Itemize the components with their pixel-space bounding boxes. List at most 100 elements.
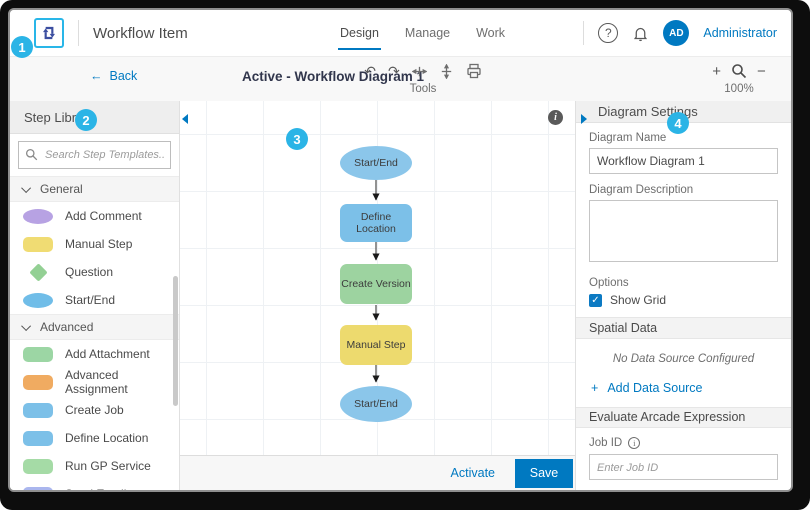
canvas-column: i Start/End Define Location [180,101,575,490]
step-item-create-job[interactable]: Create Job [10,396,179,424]
diagram-settings-body: Diagram Name Diagram Description Options… [576,123,791,317]
back-label: Back [109,69,138,83]
node-define-location[interactable]: Define Location [340,204,412,242]
job-id-info-icon[interactable]: i [628,436,641,449]
rect-shape-icon [23,458,53,474]
redo-icon[interactable]: ↷ [388,62,400,79]
rect-shape-icon [23,486,53,490]
annotation-badge-1: 1 [11,36,33,58]
diagram-toolbar: ← Back Active - Workflow Diagram 1 ↶ ↷ [10,56,791,101]
step-item-send-email[interactable]: Send Email [10,480,179,490]
magnifier-icon[interactable] [731,63,747,79]
zoom-level: 100% [724,83,754,95]
align-vertical-icon[interactable] [439,63,454,79]
zoom-group: + − 100% [701,61,777,96]
group-label: Advanced [40,320,94,334]
back-arrow-icon: ← [90,69,103,83]
tab-work[interactable]: Work [476,26,506,40]
add-data-source-button[interactable]: + Add Data Source [591,380,703,395]
node-start-end-top[interactable]: Start/End [340,146,412,180]
main-area: Step Library Genera [10,101,791,490]
step-item-start-end[interactable]: Start/End [10,286,179,314]
print-icon[interactable] [466,63,482,79]
annotation-badge-2: 2 [75,109,97,131]
header-right-divider [583,21,585,45]
group-header-general[interactable]: General [10,176,179,202]
node-manual-step[interactable]: Manual Step [340,325,412,365]
show-grid-label: Show Grid [610,293,667,308]
workflow-canvas[interactable]: i Start/End Define Location [180,101,575,455]
search-icon [25,148,38,166]
group-header-advanced[interactable]: Advanced [10,314,179,340]
workflow-cycle-icon [43,26,55,40]
chevron-down-icon [21,182,32,193]
search-row [10,134,179,176]
page-title: Workflow Item [93,24,188,42]
diagram-description-textarea[interactable] [589,200,778,263]
step-item-add-comment[interactable]: Add Comment [10,202,179,230]
main-tabs: Design Manage Work [338,10,506,56]
node-start-end-bottom[interactable]: Start/End [340,386,412,422]
app-window: Workflow Item Design Manage Work ? AD Ad… [8,8,793,492]
info-icon[interactable]: i [548,110,563,125]
avatar[interactable]: AD [663,20,690,46]
show-grid-checkbox[interactable]: ✓ [589,293,602,307]
back-button[interactable]: ← Back [90,69,137,83]
tab-manage[interactable]: Manage [404,26,451,40]
annotation-badge-3: 3 [286,128,308,150]
header-divider [78,20,79,46]
notifications-bell-icon[interactable] [632,25,649,42]
step-item-define-location[interactable]: Define Location [10,424,179,452]
job-id-input[interactable] [589,453,778,480]
step-item-manual-step[interactable]: Manual Step [10,230,179,258]
tab-design[interactable]: Design [338,10,381,56]
collapse-sidebar-icon[interactable] [182,114,188,124]
diagram-settings-panel: Diagram Settings Diagram Name Diagram De… [575,101,791,490]
search-input[interactable] [18,141,171,169]
undo-icon[interactable]: ↶ [364,62,376,79]
save-button[interactable]: Save [515,458,573,488]
step-library-panel: Step Library Genera [10,101,180,490]
no-data-source-text: No Data Source Configured [612,352,755,365]
diagram-name-label: Diagram Name [589,132,667,145]
step-item-advanced-assignment[interactable]: Advanced Assignment [10,368,179,396]
step-item-add-attachment[interactable]: Add Attachment [10,340,179,368]
chevron-down-icon [21,320,32,331]
step-template-list: General Add Comment Manual Step Question [10,176,179,490]
sidebar-scrollbar[interactable] [173,276,178,406]
diagram-footer: Activate Save [180,455,575,490]
arcade-expression-header: Evaluate Arcade Expression [576,406,791,428]
options-label: Options [589,277,629,290]
step-item-run-gp-service[interactable]: Run GP Service [10,452,179,480]
app-header: Workflow Item Design Manage Work ? AD Ad… [10,10,791,56]
tools-group: ↶ ↷ [358,61,488,95]
step-item-question[interactable]: Question [10,258,179,286]
job-id-label: Job ID [589,436,623,449]
diagram-description-label: Diagram Description [589,184,694,197]
collapse-panel-icon[interactable] [581,114,587,124]
diagram-status-title: Active - Workflow Diagram 1 [242,69,425,84]
user-name[interactable]: Administrator [703,26,777,40]
diagram-name-input[interactable] [589,148,778,175]
zoom-out-button[interactable]: − [757,62,766,80]
activate-button[interactable]: Activate [450,466,495,480]
rect-shape-icon [23,402,53,418]
workflow-manager-logo[interactable] [34,18,64,48]
rect-shape-icon [23,346,53,362]
rect-shape-icon [23,430,53,446]
zoom-in-button[interactable]: + [712,62,721,80]
align-horizontal-icon[interactable] [411,64,427,79]
tools-label: Tools [409,83,437,95]
ellipse-shape-icon [23,208,53,224]
spatial-data-header: Spatial Data [576,317,791,339]
group-label: General [40,182,83,196]
node-create-version[interactable]: Create Version [340,264,412,304]
help-icon[interactable]: ? [598,23,619,43]
diamond-shape-icon [28,262,48,282]
rect-shape-icon [23,374,53,390]
header-right: ? AD Administrator [583,20,777,46]
ellipse-shape-icon [23,292,53,308]
annotation-badge-4: 4 [667,112,689,134]
plus-icon: + [591,380,599,395]
